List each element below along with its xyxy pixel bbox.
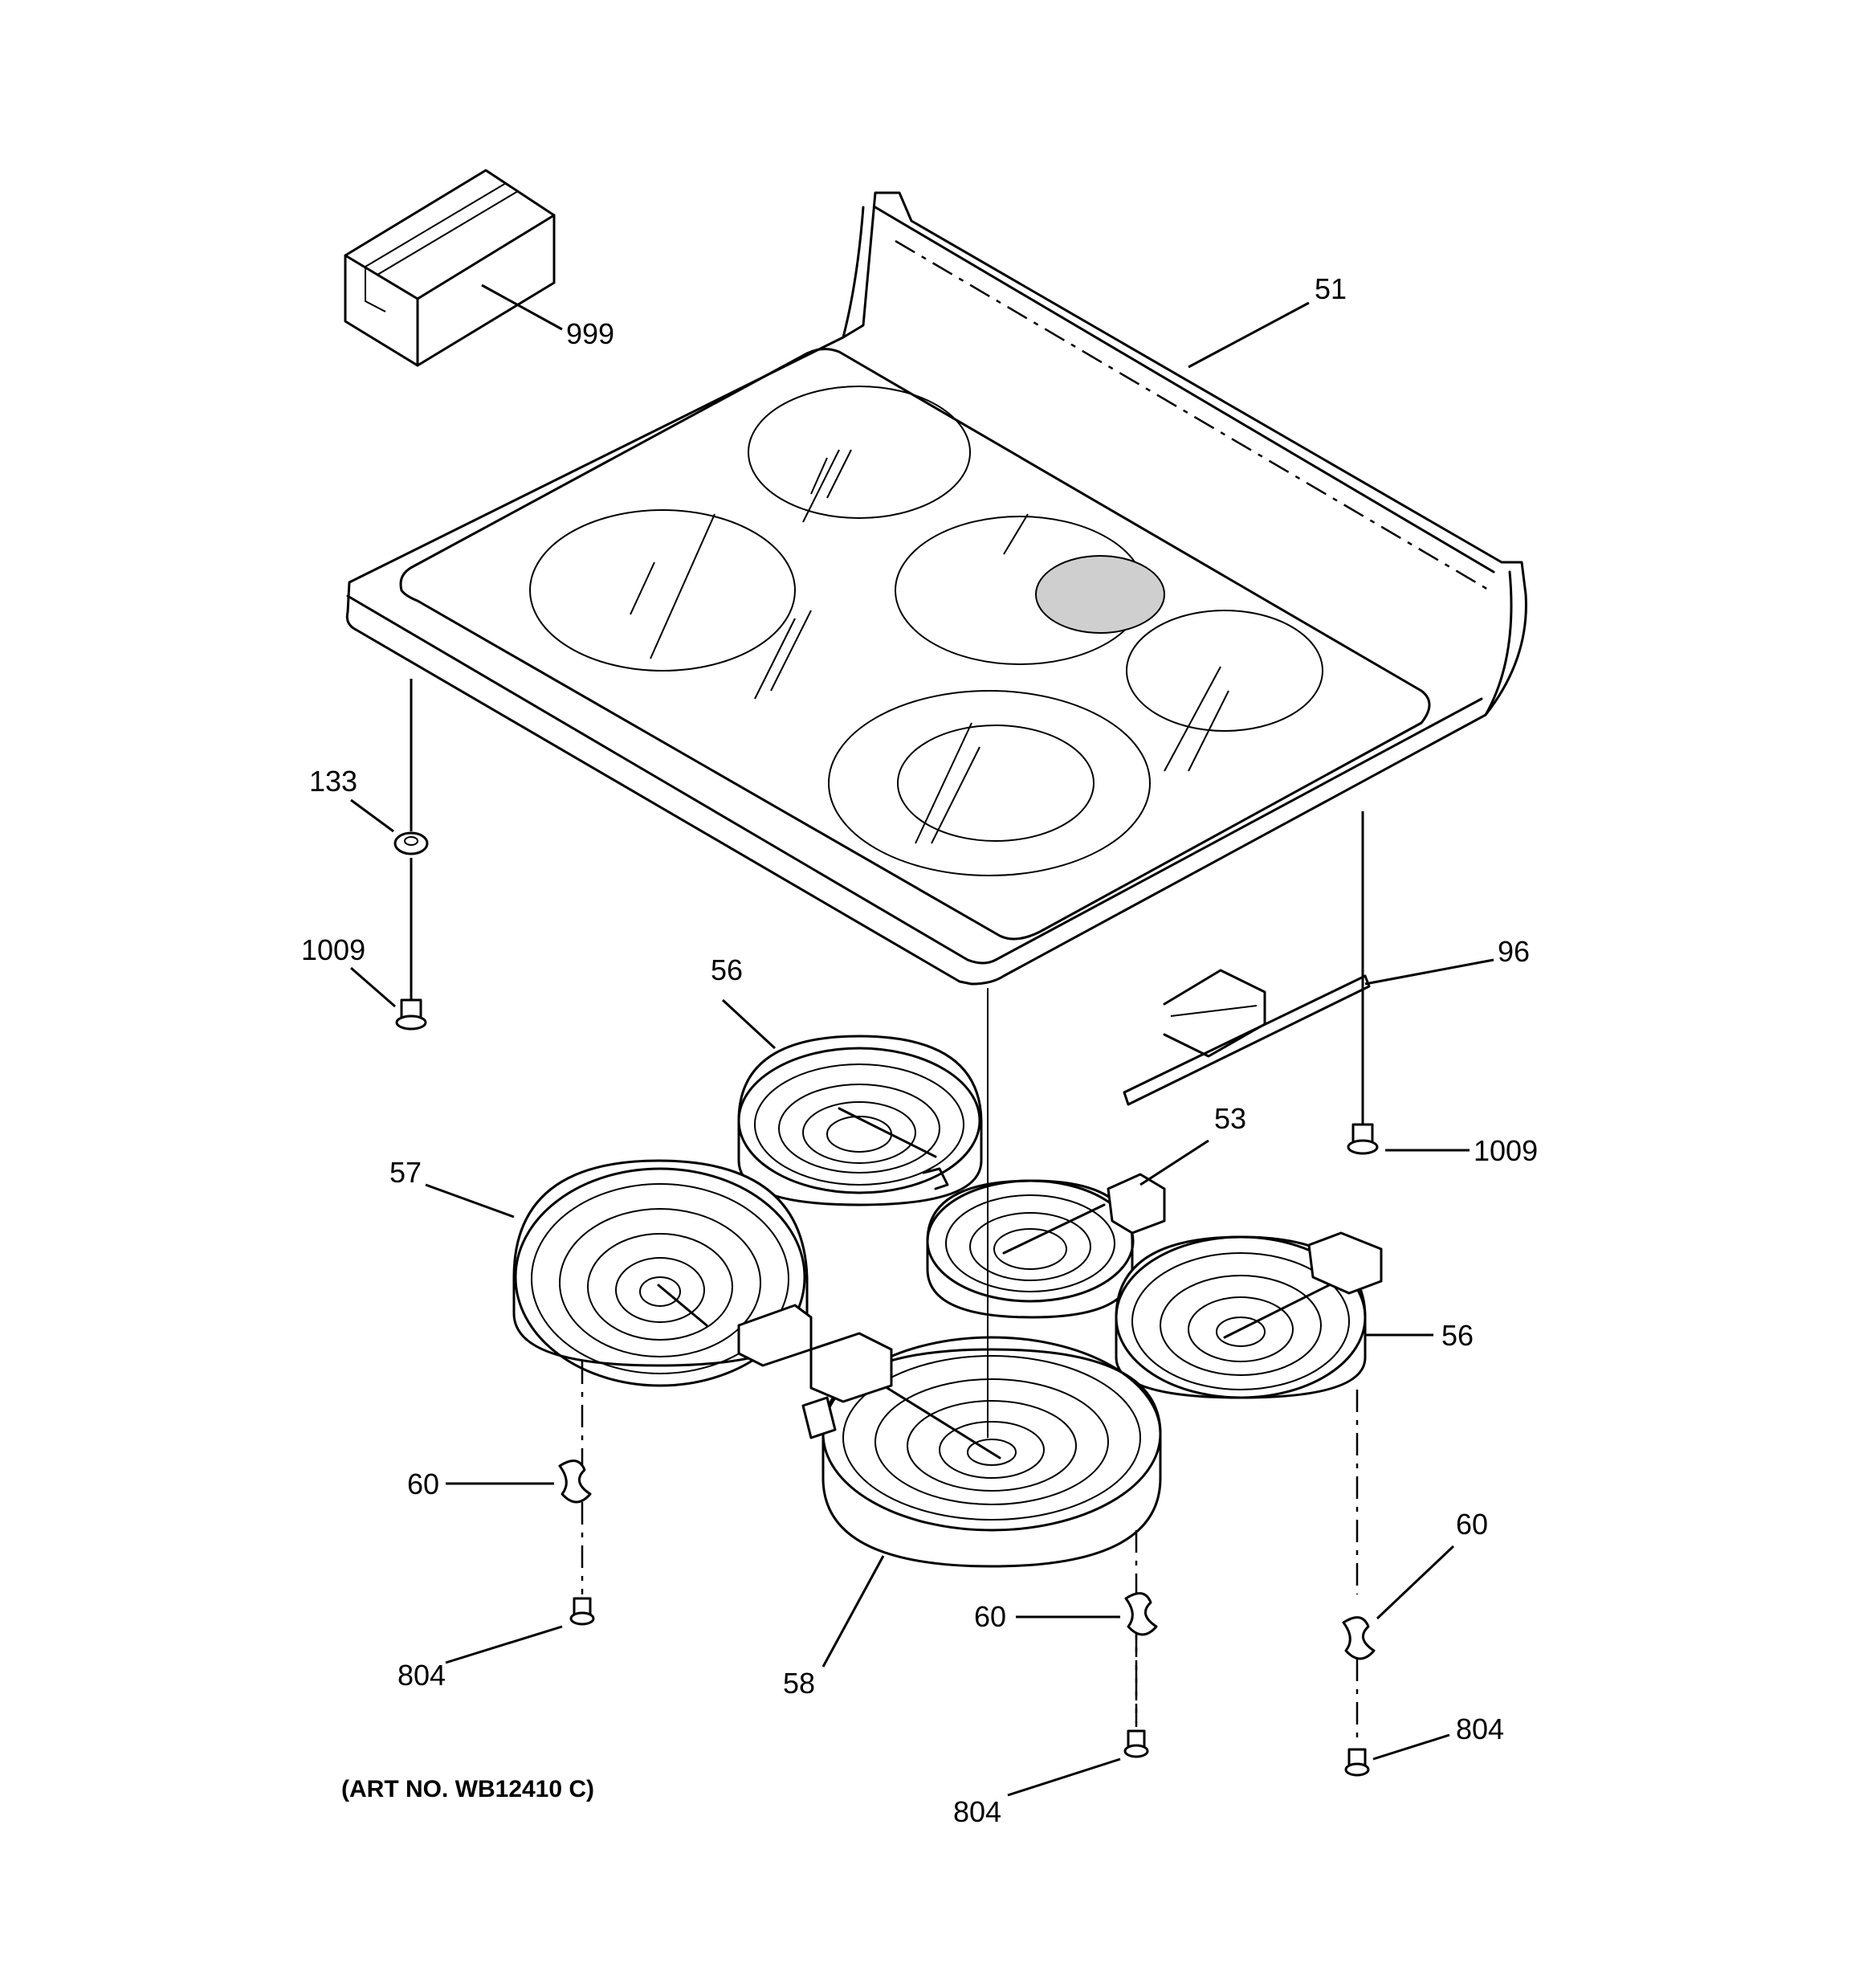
part-1009-screw-right	[1347, 1123, 1470, 1155]
part-56-element-right	[1115, 1231, 1433, 1594]
part-60-clip-left	[446, 1459, 592, 1594]
part-60-clip-right	[1342, 1545, 1455, 1743]
callout-133: 133	[309, 765, 357, 798]
callout-53: 53	[1214, 1102, 1246, 1135]
part-804-screw-left	[445, 1597, 595, 1664]
callout-999: 999	[566, 317, 614, 350]
callout-51: 51	[1315, 272, 1347, 305]
callout-96: 96	[1498, 935, 1530, 968]
part-804-screw-right	[1344, 1733, 1450, 1777]
part-51-cooktop	[345, 191, 1527, 986]
callout-804-left: 804	[397, 1659, 446, 1692]
callout-804-center: 804	[953, 1795, 1001, 1828]
part-804-screw-center	[1007, 1729, 1149, 1797]
callout-60-center: 60	[974, 1600, 1006, 1633]
art-number: (ART NO. WB12410 C)	[341, 1776, 594, 1802]
part-133-spacer	[350, 679, 429, 855]
part-60-clip-center	[1016, 1592, 1158, 1727]
callout-56-top: 56	[711, 953, 743, 986]
callout-60-left: 60	[407, 1468, 439, 1500]
part-58-element-center	[801, 988, 1162, 1723]
part-56-element-top	[721, 998, 983, 1206]
part-999-box	[344, 169, 563, 367]
callout-56-right: 56	[1441, 1319, 1474, 1352]
part-96-bracket	[1123, 811, 1494, 1125]
part-57-element-left	[425, 1159, 813, 1470]
callout-57: 57	[389, 1156, 422, 1189]
callout-804-right: 804	[1456, 1712, 1504, 1745]
callout-60-right: 60	[1456, 1508, 1488, 1541]
callout-1009-right: 1009	[1474, 1134, 1538, 1167]
callout-1009-left: 1009	[301, 933, 365, 966]
callout-58: 58	[783, 1667, 815, 1700]
part-1009-screw-left	[350, 858, 427, 1031]
